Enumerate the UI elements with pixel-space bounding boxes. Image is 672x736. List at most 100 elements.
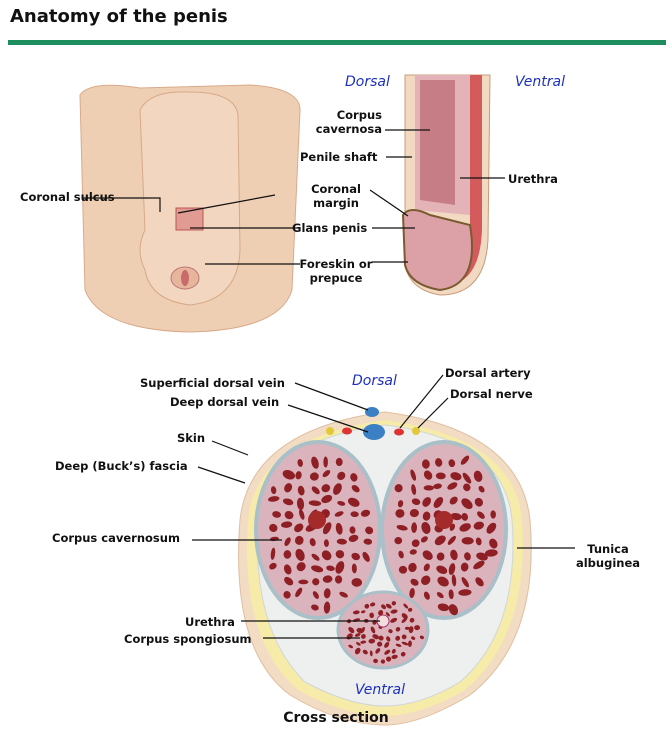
cavernous-space: [270, 486, 277, 495]
cavernous-space: [474, 497, 484, 507]
cavernous-space: [390, 617, 398, 623]
label-ventral-longitudinal: Ventral: [515, 74, 565, 90]
cavernous-space: [448, 563, 456, 575]
cavernous-space: [272, 511, 282, 518]
cavernous-space: [369, 602, 376, 607]
cavernous-space: [351, 578, 363, 587]
cavernous-space: [473, 560, 485, 570]
label-deep-dorsal-vein: Deep dorsal vein: [170, 395, 280, 409]
cavernous-space: [476, 552, 488, 561]
cavernous-space: [335, 522, 343, 535]
cavernous-space: [460, 562, 469, 572]
cavernous-space: [351, 563, 357, 574]
cavernous-space: [394, 536, 403, 545]
cavernous-space: [411, 522, 417, 534]
cavernous-space: [370, 626, 376, 634]
cavernous-space: [463, 483, 471, 492]
label-corpus-cavernosa: Corpus cavernosa: [315, 108, 382, 136]
cavernous-space: [322, 470, 331, 478]
cavernous-space: [394, 484, 403, 493]
cavernous-space: [422, 511, 431, 521]
cavernous-space: [391, 654, 398, 659]
cavernous-space: [450, 512, 462, 521]
cavernous-space: [449, 496, 458, 505]
cavernous-space: [297, 485, 305, 496]
cavernous-space: [360, 509, 371, 517]
cavernous-space: [348, 534, 359, 542]
cavernous-space: [477, 511, 485, 519]
label-coronal-sulcus: Coronal sulcus: [20, 190, 115, 204]
cavernous-space: [321, 494, 333, 504]
cavernous-space: [309, 472, 319, 481]
cavernous-space: [380, 659, 386, 664]
cavernous-space: [335, 550, 345, 559]
cavernous-space: [422, 459, 430, 469]
cavernous-space: [448, 604, 459, 616]
cavernous-space: [297, 459, 303, 467]
cavernous-space: [364, 603, 370, 609]
cavernous-space: [334, 575, 343, 584]
cavernous-space: [356, 642, 361, 646]
cavernous-space: [423, 470, 433, 480]
cavernous-space: [414, 625, 421, 631]
cavernous-space: [435, 472, 446, 480]
cavernous-space: [423, 485, 434, 491]
cavernous-space: [464, 552, 471, 561]
cavernous-space: [401, 634, 407, 640]
cavernous-space: [385, 656, 392, 662]
cavernous-space: [396, 524, 408, 531]
cavernous-space: [323, 588, 331, 599]
title-underline: [8, 40, 666, 45]
cavernous-space: [296, 497, 305, 511]
cavernous-space: [458, 589, 472, 596]
cavernous-space: [368, 638, 376, 644]
cavernous-space: [362, 551, 370, 562]
cavernous-space: [352, 610, 360, 615]
cavernous-space: [391, 648, 396, 654]
label-dorsal-cross: Dorsal: [352, 373, 397, 389]
cavernous-space: [423, 591, 430, 600]
cavernous-space: [411, 498, 421, 506]
cavernous-space: [447, 482, 458, 490]
cavernous-space: [284, 510, 294, 520]
cavernous-space: [369, 650, 373, 657]
cavernous-space: [356, 627, 364, 634]
cavernous-space: [411, 539, 420, 548]
cavernous-space: [337, 471, 346, 480]
cavernous-space: [475, 537, 482, 546]
cavernous-space: [411, 636, 416, 640]
cavernous-space: [281, 521, 293, 528]
page-title: Anatomy of the penis: [10, 6, 228, 27]
cavernous-space: [337, 501, 346, 506]
cavernous-space: [269, 523, 278, 533]
label-urethra-cross: Urethra: [185, 615, 235, 629]
cavernous-space: [336, 538, 347, 545]
cavernous-space: [308, 500, 322, 506]
cavernous-space: [267, 496, 280, 502]
cavernous-space: [350, 473, 358, 482]
cavernous-space: [326, 565, 335, 571]
cavernous-space: [410, 469, 417, 481]
cavernous-space: [385, 612, 390, 617]
cavernous-space: [334, 511, 344, 517]
cavernous-space: [478, 485, 485, 493]
cavernous-space: [372, 634, 379, 640]
cavernous-space: [422, 497, 432, 507]
cavernous-space: [284, 483, 293, 493]
cavernous-space: [462, 472, 472, 484]
label-penile-shaft: Penile shaft: [300, 150, 378, 164]
cavernous-space: [350, 511, 359, 518]
cavernous-space: [351, 485, 360, 493]
cavernous-space: [436, 552, 445, 561]
cavernous-space: [473, 521, 485, 530]
label-dorsal-artery: Dorsal artery: [445, 366, 531, 380]
label-bucks-fascia: Deep (Buck’s) fascia: [55, 459, 188, 473]
cavernous-space: [378, 610, 384, 616]
cavernous-space: [448, 589, 454, 600]
cavernous-space: [349, 526, 356, 534]
cavernous-space: [489, 538, 498, 549]
cavernous-space: [401, 641, 409, 646]
cavernous-space: [312, 591, 319, 599]
label-superficial-dorsal-vein: Superficial dorsal vein: [140, 376, 285, 390]
